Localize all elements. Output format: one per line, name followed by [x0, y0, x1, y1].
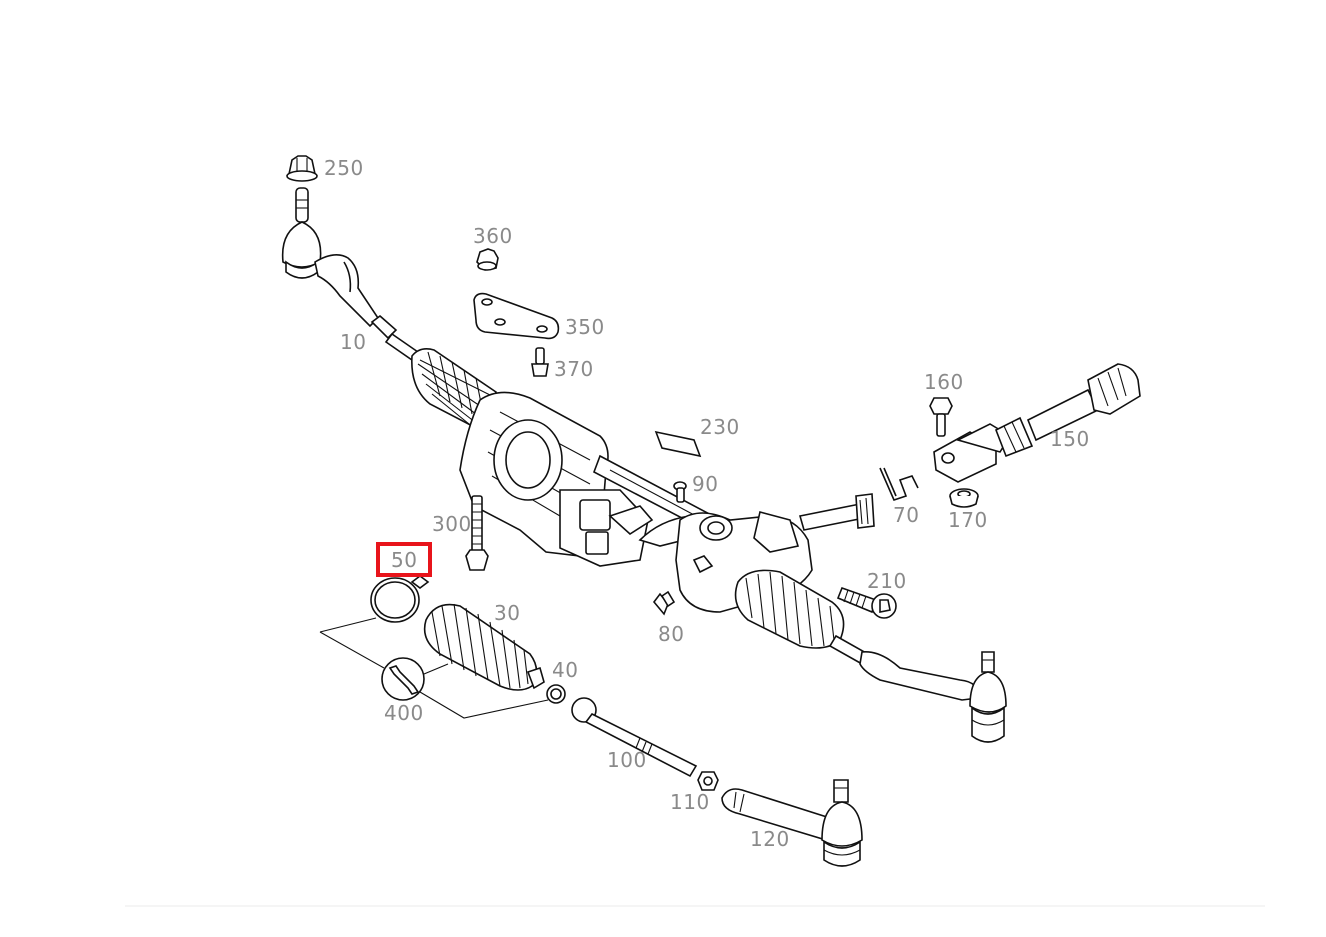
- part-70-clip: [879, 467, 919, 501]
- part-10-left-tie-rod-end: [281, 187, 420, 362]
- part-120-outer-tie-rod-end: [721, 779, 863, 867]
- part-label-210[interactable]: 210: [867, 569, 907, 593]
- part-30-bellows: [423, 603, 545, 691]
- part-label-150[interactable]: 150: [1050, 427, 1090, 451]
- right-tie-rod-assembly: [828, 634, 1007, 743]
- part-160-bolt: [929, 397, 953, 437]
- part-label-10[interactable]: 10: [340, 330, 366, 354]
- part-150-steering-shaft: [933, 363, 1141, 483]
- part-100-inner-tie-rod: [571, 697, 698, 778]
- part-label-370[interactable]: 370: [554, 357, 594, 381]
- part-170-grommet: [949, 488, 979, 508]
- part-210-bolt: [836, 586, 897, 619]
- part-label-400[interactable]: 400: [384, 701, 424, 725]
- part-400-repair-kit: [319, 617, 549, 719]
- part-label-110[interactable]: 110: [670, 790, 710, 814]
- exploded-view-drawing: [281, 155, 1141, 867]
- part-label-100[interactable]: 100: [607, 748, 647, 772]
- selected-part-highlight: [376, 542, 432, 577]
- part-label-170[interactable]: 170: [948, 508, 988, 532]
- part-label-50[interactable]: 50: [391, 548, 417, 572]
- part-label-30[interactable]: 30: [494, 601, 520, 625]
- part-350-bracket: [473, 292, 560, 340]
- part-50-clamp-ring: [370, 575, 430, 623]
- part-label-120[interactable]: 120: [750, 827, 790, 851]
- part-label-90[interactable]: 90: [692, 472, 718, 496]
- steering-rack-housing: [411, 348, 875, 649]
- part-labels: 250 360 350 10 370 160 230 150 90 70 170…: [324, 156, 1090, 851]
- part-370-stud: [531, 347, 549, 377]
- part-label-230[interactable]: 230: [700, 415, 740, 439]
- part-250-nut: [286, 155, 318, 182]
- part-40-small-clamp: [546, 684, 566, 704]
- part-230-label-plate: [654, 430, 702, 458]
- part-360-nut: [476, 248, 499, 271]
- part-label-40[interactable]: 40: [552, 658, 578, 682]
- part-label-70[interactable]: 70: [893, 503, 919, 527]
- part-110-nut: [697, 771, 719, 791]
- part-label-350[interactable]: 350: [565, 315, 605, 339]
- part-300-bolt: [465, 495, 489, 571]
- part-label-360[interactable]: 360: [473, 224, 513, 248]
- part-label-80[interactable]: 80: [658, 622, 684, 646]
- part-label-160[interactable]: 160: [924, 370, 964, 394]
- part-80-clip: [652, 590, 676, 616]
- part-label-250[interactable]: 250: [324, 156, 364, 180]
- part-label-300[interactable]: 300: [432, 512, 472, 536]
- part-90-screw: [673, 481, 687, 503]
